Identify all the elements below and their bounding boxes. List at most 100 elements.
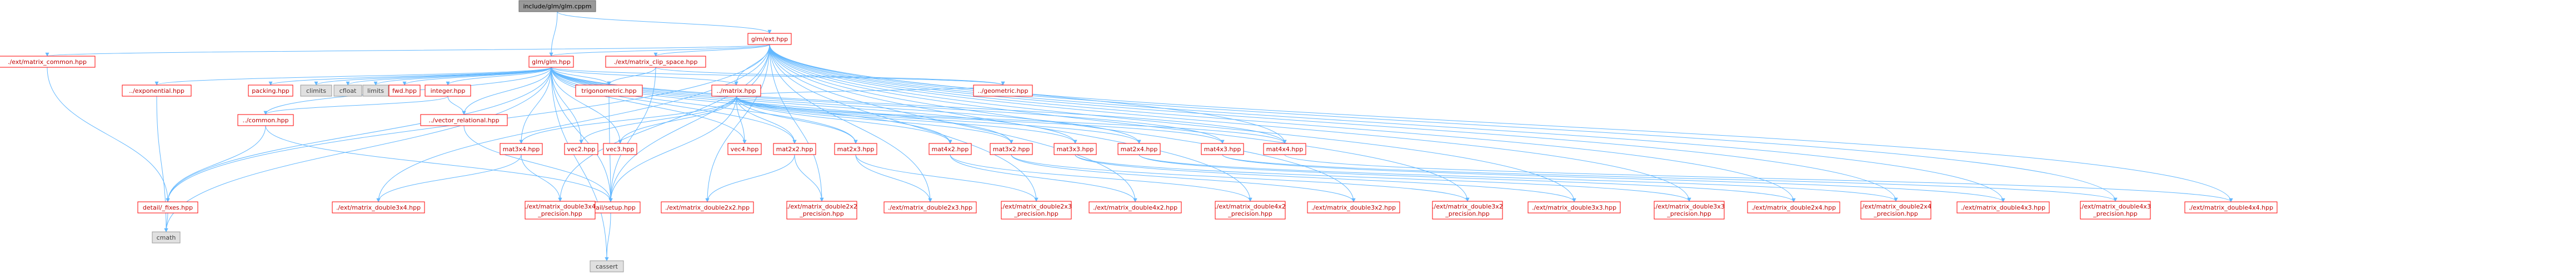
node-label-glmglm: glm/glm.hpp — [532, 58, 571, 66]
node-emd3x4p[interactable]: ./ext/matrix_double3x4_precision.hpp — [525, 201, 596, 220]
node-mat4x4[interactable]: mat4x4.hpp — [1263, 143, 1306, 155]
edge-glmglm-to-exp — [154, 67, 552, 86]
edge-mat4x3-to-emd4x3 — [1222, 154, 2005, 202]
edge-glmext-to-emd3x3p — [769, 44, 1691, 202]
node-box-emd2x3 — [883, 201, 977, 214]
node-emd4x4[interactable]: ./ext/matrix_double4x4.hpp — [2184, 201, 2278, 214]
node-mat3x4[interactable]: mat3x4.hpp — [500, 143, 543, 155]
node-label-vec4: vec4.hpp — [731, 146, 759, 153]
node-emd2x2[interactable]: ./ext/matrix_double2x2.hpp — [661, 201, 754, 214]
edge-glmglm-to-mat2x4 — [551, 67, 1141, 144]
node-root[interactable]: include/glm/glm.cppm — [518, 0, 596, 12]
node-box-limits — [362, 85, 389, 97]
node-mat4x2[interactable]: mat4x2.hpp — [928, 143, 972, 155]
node-box-emd2x4 — [1747, 201, 1840, 214]
node-mat4x3[interactable]: mat4x3.hpp — [1201, 143, 1244, 155]
node-vec2[interactable]: vec2.hpp — [564, 143, 598, 155]
node-label-emd4x2: ./ext/matrix_double4x2.hpp — [1093, 204, 1177, 211]
node-cassert[interactable]: cassert — [590, 260, 624, 272]
node-box-emc — [0, 56, 96, 68]
node-label-mat4x3: mat4x3.hpp — [1204, 146, 1241, 153]
node-box-emcs — [605, 56, 706, 68]
edge-glmglm-to-geometric — [551, 67, 1005, 86]
node-emd2x3[interactable]: ./ext/matrix_double2x3.hpp — [883, 201, 977, 214]
node-vec4[interactable]: vec4.hpp — [727, 143, 762, 155]
edge-matrix-to-mat4x2 — [736, 96, 952, 144]
edge-mat3x2-to-emd3x2p — [1011, 154, 1470, 202]
edge-glmglm-to-mat4x3 — [551, 67, 1225, 144]
node-emd2x3p[interactable]: ./ext/matrix_double2x3_precision.hpp — [1001, 201, 1072, 220]
node-box-emd3x2p — [1432, 201, 1503, 220]
edge-glmglm-to-mat3x4 — [519, 67, 552, 144]
node-trig[interactable]: trigonometric.hpp — [575, 85, 643, 97]
node-emd3x4[interactable]: ./ext/matrix_double3x4.hpp — [332, 201, 425, 214]
node-emd4x2[interactable]: ./ext/matrix_double4x2.hpp — [1089, 201, 1182, 214]
node-integer[interactable]: integer.hpp — [425, 85, 471, 97]
edge-glmglm-to-cmath — [164, 67, 552, 232]
node-packing[interactable]: packing.hpp — [248, 85, 293, 97]
node-emd3x3p[interactable]: ./ext/matrix_double3x3_precision.hpp — [1654, 201, 1725, 220]
edge-glmglm-to-vec4 — [551, 67, 747, 144]
node-vec3[interactable]: vec3.hpp — [603, 143, 637, 155]
node-label-emd2x3: ./ext/matrix_double2x3.hpp — [888, 204, 972, 211]
node-mat2x3[interactable]: mat2x3.hpp — [834, 143, 877, 155]
node-emd2x4[interactable]: ./ext/matrix_double2x4.hpp — [1747, 201, 1840, 214]
edge-glmext-to-emcs — [653, 44, 770, 57]
edge-glmglm-to-packing — [268, 67, 552, 86]
node-box-emd3x2 — [1307, 201, 1400, 214]
edge-glmglm-to-setup — [551, 67, 613, 202]
node-emd4x3p[interactable]: ./ext/matrix_double4x3_precision.hpp — [2080, 201, 2151, 220]
node-limits[interactable]: limits — [362, 85, 389, 97]
node-label-emd3x2p: ./ext/matrix_double3x2_precision.hpp — [1432, 203, 1503, 217]
node-box-cassert — [590, 260, 624, 272]
node-emcs[interactable]: ./ext/matrix_clip_space.hpp — [605, 56, 706, 68]
node-setup[interactable]: detail/setup.hpp — [581, 201, 641, 214]
node-emc[interactable]: ./ext/matrix_common.hpp — [0, 56, 96, 68]
node-label-mat3x2: mat3x2.hpp — [993, 146, 1030, 153]
edge-matrix-to-mat2x3 — [736, 96, 858, 144]
node-emd2x4p[interactable]: ./ext/matrix_double2x4_precision.hpp — [1860, 201, 1931, 220]
node-climits[interactable]: climits — [300, 85, 332, 97]
edge-glmext-to-emd3x2p — [769, 44, 1470, 202]
node-mat3x2[interactable]: mat3x2.hpp — [990, 143, 1033, 155]
edge-glmglm-to-fwd — [402, 67, 552, 86]
node-label-emd4x3: ./ext/matrix_double4x3.hpp — [1961, 204, 2045, 211]
node-cfloat[interactable]: cfloat — [333, 85, 362, 97]
node-matrix[interactable]: ../matrix.hpp — [711, 85, 761, 97]
edge-mat2x4-to-emd2x4p — [1139, 154, 1898, 202]
node-exp[interactable]: ../exponential.hpp — [122, 85, 192, 97]
node-label-matrix: ../matrix.hpp — [717, 87, 756, 95]
node-fixes[interactable]: detail/_fixes.hpp — [137, 201, 198, 214]
edge-glmglm-to-mat2x3 — [551, 67, 858, 144]
node-geometric[interactable]: ../geometric.hpp — [973, 85, 1033, 97]
node-glmglm[interactable]: glm/glm.hpp — [528, 56, 574, 68]
node-label-emd4x3p: ./ext/matrix_double4x3_precision.hpp — [2080, 203, 2151, 217]
edge-root-to-glmglm — [549, 11, 558, 57]
node-vecrel[interactable]: ../vector_relational.hpp — [420, 114, 508, 126]
edge-glmglm-to-fixes — [166, 67, 552, 202]
edge-glmglm-to-mat4x4 — [551, 67, 1287, 144]
node-emd3x2p[interactable]: ./ext/matrix_double3x2_precision.hpp — [1432, 201, 1503, 220]
edge-glmglm-to-integer — [446, 67, 552, 86]
node-label-emcs: ./ext/matrix_clip_space.hpp — [613, 58, 697, 66]
node-emd3x2[interactable]: ./ext/matrix_double3x2.hpp — [1307, 201, 1400, 214]
node-mat3x3[interactable]: mat3x3.hpp — [1054, 143, 1097, 155]
node-mat2x4[interactable]: mat2x4.hpp — [1117, 143, 1161, 155]
node-label-mat2x3: mat2x3.hpp — [837, 146, 875, 153]
edge-integer-to-vecrel — [447, 96, 466, 115]
node-emd3x3[interactable]: ./ext/matrix_double3x3.hpp — [1527, 201, 1621, 214]
node-label-emd3x3: ./ext/matrix_double3x3.hpp — [1532, 204, 1616, 211]
node-box-emd4x2 — [1089, 201, 1182, 214]
node-glmext[interactable]: glm/ext.hpp — [747, 33, 792, 45]
node-common[interactable]: ../common.hpp — [237, 114, 294, 126]
node-cmath[interactable]: cmath — [152, 231, 181, 244]
node-mat2x2[interactable]: mat2x2.hpp — [773, 143, 816, 155]
node-emd4x2p[interactable]: ./ext/matrix_double4x2_precision.hpp — [1215, 201, 1286, 220]
node-emd2x2p[interactable]: ./ext/matrix_double2x2_precision.hpp — [786, 201, 857, 220]
node-label-integer: integer.hpp — [431, 87, 466, 95]
edge-glmext-to-emd2x3 — [769, 44, 932, 202]
node-box-emd2x4p — [1860, 201, 1931, 220]
node-fwd[interactable]: fwd.hpp — [388, 85, 421, 97]
node-emd4x3[interactable]: ./ext/matrix_double4x3.hpp — [1956, 201, 2050, 214]
node-label-emd4x4: ./ext/matrix_double4x4.hpp — [2189, 204, 2273, 211]
